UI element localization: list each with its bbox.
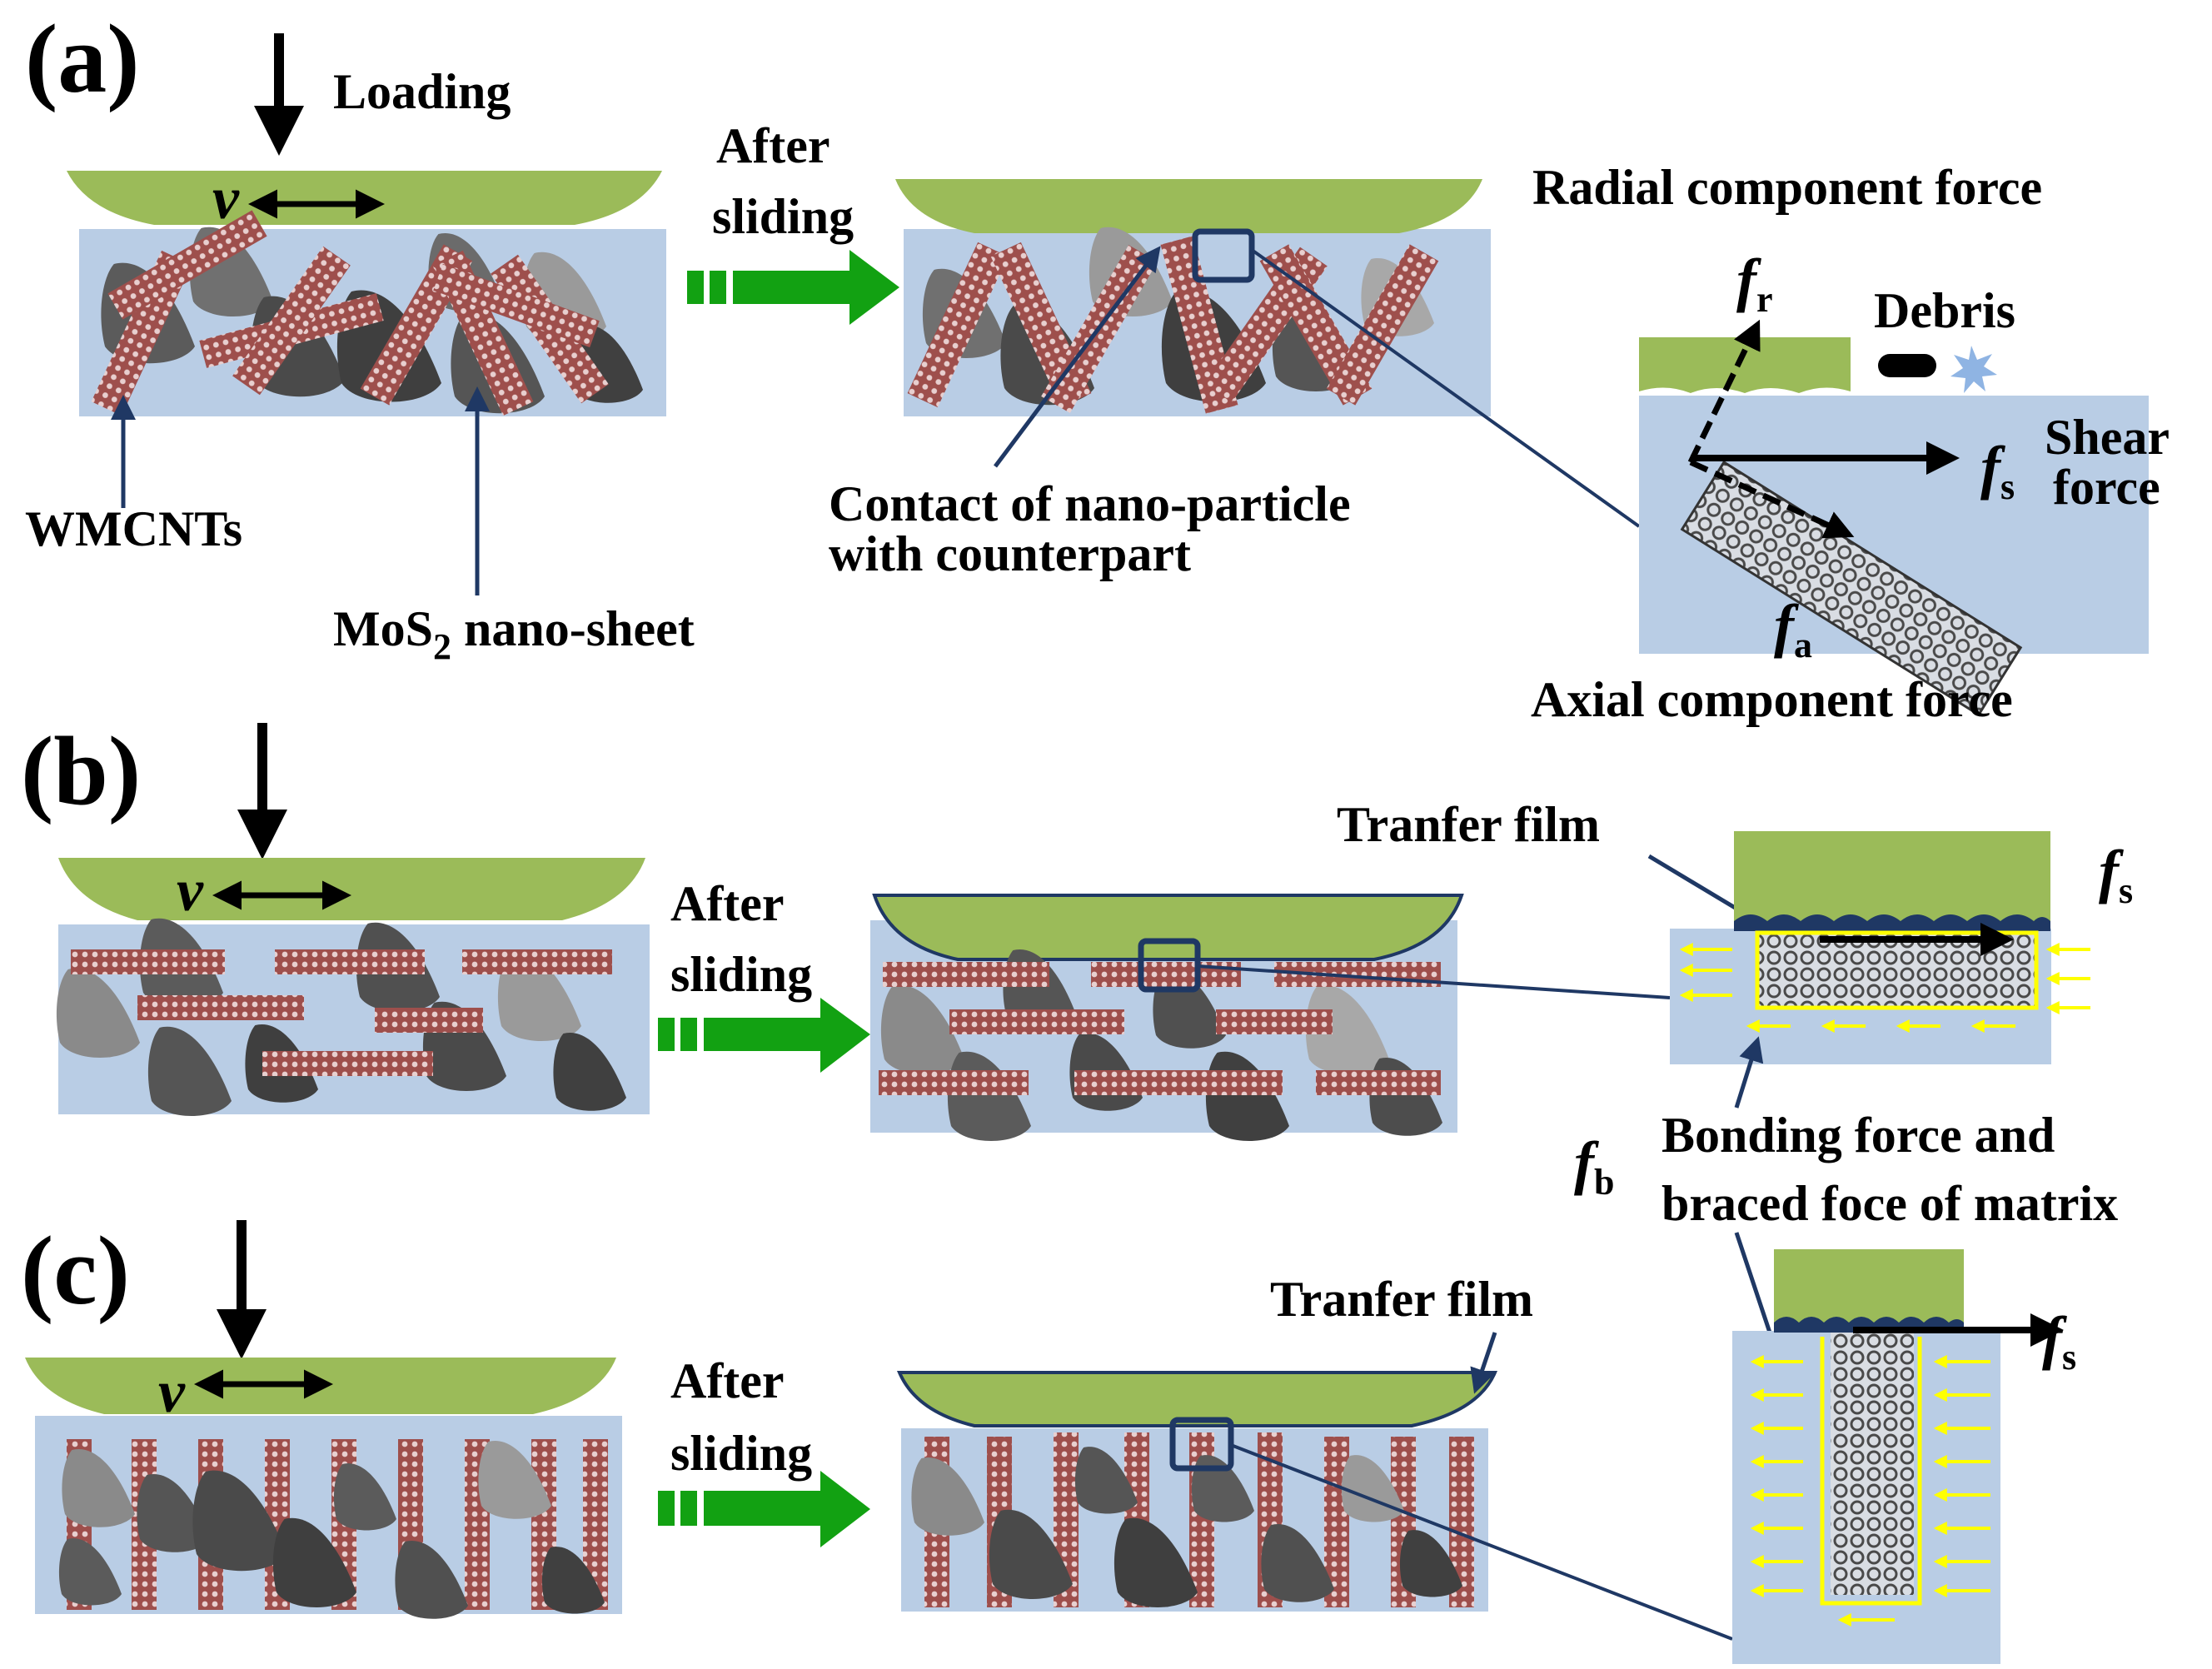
nanotubes-b1 xyxy=(71,949,612,1076)
inset-transfer-film-b xyxy=(1734,914,2050,931)
panel-a-label: (a) xyxy=(25,4,140,113)
counterpart-a1 xyxy=(67,171,662,225)
contact-label-2: with counterpart xyxy=(829,526,1191,581)
debris-star-icon xyxy=(1950,346,1997,393)
fs-symbol-b: fs xyxy=(2099,838,2133,911)
counterpart-b1 xyxy=(58,858,645,920)
transfer-film-label-c: Tranfer film xyxy=(1270,1272,1533,1327)
nanotubes-b2 xyxy=(879,962,1441,1095)
bonding-label-2: braced foce of matrix xyxy=(1661,1176,2118,1231)
panel-a: (a) Loading v WMCNTs xyxy=(25,4,2170,727)
mos2-label: MoS2 nano-sheet xyxy=(333,601,695,667)
sliding-label-c: sliding xyxy=(670,1426,812,1481)
loading-label: Loading xyxy=(333,64,511,119)
contact-zoom-box-b xyxy=(1138,938,1201,993)
velocity-symbol-c: v xyxy=(158,1358,186,1425)
sliding-label-b: sliding xyxy=(670,947,812,1002)
inset-nanotube-c xyxy=(1831,1333,1914,1595)
wmcnts-label: WMCNTs xyxy=(25,501,242,556)
axial-force-arrow xyxy=(1689,459,1855,539)
fb-symbol: fb xyxy=(1574,1129,1614,1203)
bonding-pointer-top xyxy=(1734,1036,1764,1109)
panel-c: (c) v After sliding xyxy=(21,1216,2076,1664)
callout-line-b xyxy=(1197,964,1671,999)
contact-zoom-box-c xyxy=(1169,1417,1234,1472)
callout-line-c xyxy=(1230,1443,1733,1641)
sliding-arrow-c xyxy=(658,1471,870,1547)
inset-counterpart-b xyxy=(1734,831,2050,921)
inset-counterpart-a xyxy=(1639,337,1851,393)
contact-label-1: Contact of nano-particle xyxy=(829,476,1351,531)
contact-zoom-box-a xyxy=(1192,228,1255,283)
after-label-c: After xyxy=(670,1353,785,1408)
counterpart-b2 xyxy=(872,894,1464,961)
inset-nanotube-b xyxy=(1755,930,2039,1010)
axial-label: Axial component force xyxy=(1531,672,2013,727)
counterpart-a2 xyxy=(895,179,1482,233)
shear-label-1: Shear xyxy=(2045,410,2170,465)
fs-symbol-c: fs xyxy=(2042,1304,2076,1378)
radial-label: Radial component force xyxy=(1532,160,2042,215)
after-label-a: After xyxy=(716,118,830,173)
contact-pointer xyxy=(994,246,1161,468)
inset-counterpart-c xyxy=(1774,1249,1964,1323)
shear-label-2: force xyxy=(2053,460,2160,515)
transfer-film-label-b: Tranfer film xyxy=(1337,797,1600,852)
nanotubes-a1 xyxy=(91,210,609,416)
bonding-label-1: Bonding force and xyxy=(1661,1108,2055,1163)
after-label-b: After xyxy=(670,876,785,931)
panel-b-label: (b) xyxy=(21,716,141,825)
bond-arrows-b xyxy=(1679,943,2090,1033)
sliding-arrow-b xyxy=(658,998,870,1073)
sliding-label-a: sliding xyxy=(712,189,854,244)
transfer-film-pointer-c xyxy=(1470,1332,1497,1394)
panel-c-label: (c) xyxy=(21,1216,130,1325)
debris-particle xyxy=(1878,354,1936,377)
inset-nanotube-a xyxy=(1680,460,2023,717)
sliding-arrow-a xyxy=(687,250,899,325)
fr-symbol: fr xyxy=(1736,247,1773,320)
velocity-symbol-b: v xyxy=(177,857,204,924)
callout-line-a xyxy=(1250,248,1641,528)
inset-bond-outline-c xyxy=(1820,1337,1922,1606)
bond-arrows-c xyxy=(1750,1355,1990,1627)
panel-b: (b) v After sliding xyxy=(21,716,2133,1363)
debris-label: Debris xyxy=(1874,283,2015,338)
